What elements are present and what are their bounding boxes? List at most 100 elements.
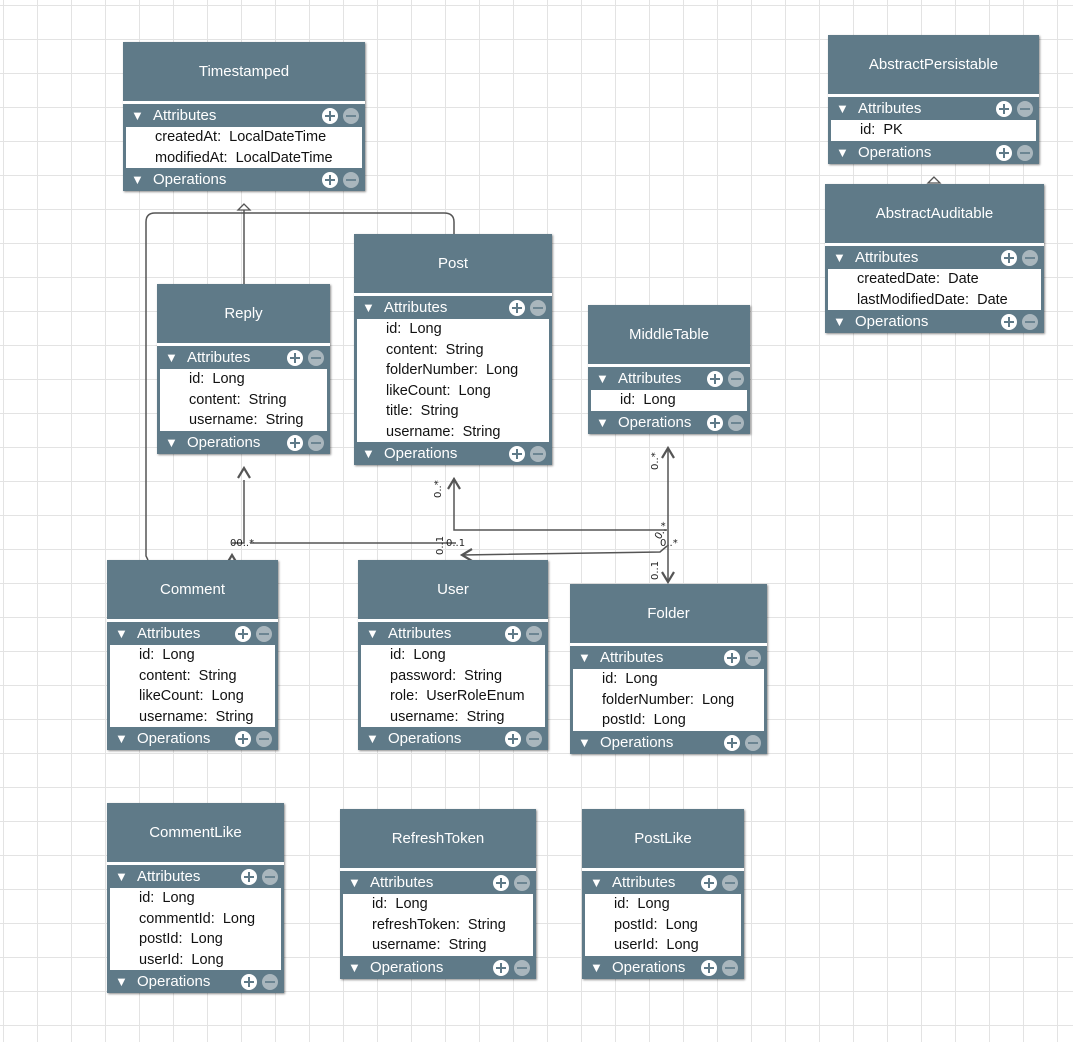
class-name[interactable]: Post <box>354 234 552 296</box>
collapse-triangle-icon[interactable]: ▼ <box>115 731 128 746</box>
class-name[interactable]: Timestamped <box>123 42 365 104</box>
remove-operation-icon[interactable] <box>530 446 546 462</box>
collapse-triangle-icon[interactable]: ▼ <box>833 250 846 265</box>
remove-attribute-icon[interactable] <box>343 108 359 124</box>
attribute-row[interactable]: folderNumber: Long <box>573 690 764 711</box>
add-attribute-icon[interactable] <box>996 101 1012 117</box>
operations-section-header[interactable]: ▼Operations <box>340 956 536 979</box>
class-name[interactable]: Folder <box>570 584 767 646</box>
attributes-section-header[interactable]: ▼Attributes <box>107 865 284 888</box>
remove-operation-icon[interactable] <box>514 959 530 976</box>
add-operation-icon[interactable] <box>505 731 521 747</box>
attribute-row[interactable]: content: String <box>160 390 327 411</box>
attribute-row[interactable]: id: Long <box>110 888 281 909</box>
operations-section-header[interactable]: ▼Operations <box>123 168 365 191</box>
operations-section-header[interactable]: ▼Operations <box>825 310 1044 333</box>
attributes-section-header[interactable]: ▼Attributes <box>157 346 330 369</box>
attribute-row[interactable]: id: Long <box>160 369 327 390</box>
class-name[interactable]: MiddleTable <box>588 305 750 367</box>
class-name[interactable]: Reply <box>157 284 330 346</box>
attribute-row[interactable]: modifiedAt: LocalDateTime <box>126 148 362 169</box>
attribute-row[interactable]: lastModifiedDate: Date <box>828 290 1041 311</box>
add-attribute-icon[interactable] <box>1001 250 1017 266</box>
collapse-triangle-icon[interactable]: ▼ <box>578 734 591 750</box>
remove-attribute-icon[interactable] <box>308 350 324 366</box>
attributes-section-header[interactable]: ▼Attributes <box>570 646 767 669</box>
attribute-row[interactable]: content: String <box>357 340 549 361</box>
attribute-row[interactable]: createdDate: Date <box>828 269 1041 290</box>
add-operation-icon[interactable] <box>509 446 525 462</box>
add-operation-icon[interactable] <box>241 974 257 990</box>
collapse-triangle-icon[interactable]: ▼ <box>590 959 603 975</box>
remove-operation-icon[interactable] <box>728 414 744 431</box>
remove-attribute-icon[interactable] <box>256 626 272 642</box>
operations-section-header[interactable]: ▼Operations <box>588 411 750 434</box>
add-attribute-icon[interactable] <box>701 875 717 891</box>
add-operation-icon[interactable] <box>322 172 338 188</box>
attribute-row[interactable]: userId: Long <box>110 950 281 971</box>
class-name[interactable]: RefreshToken <box>340 809 536 871</box>
collapse-triangle-icon[interactable]: ▼ <box>115 626 128 641</box>
attributes-section-header[interactable]: ▼Attributes <box>340 871 536 894</box>
attributes-section-header[interactable]: ▼Attributes <box>588 367 750 390</box>
attributes-section-header[interactable]: ▼Attributes <box>582 871 744 894</box>
remove-operation-icon[interactable] <box>308 434 324 451</box>
attribute-row[interactable]: folderNumber: Long <box>357 360 549 381</box>
attributes-section-header[interactable]: ▼Attributes <box>358 622 548 645</box>
attribute-row[interactable]: id: Long <box>361 645 545 666</box>
collapse-triangle-icon[interactable]: ▼ <box>115 974 128 989</box>
remove-attribute-icon[interactable] <box>530 300 546 316</box>
attribute-row[interactable]: userId: Long <box>585 935 741 956</box>
attribute-row[interactable]: username: String <box>110 707 275 728</box>
attribute-row[interactable]: createdAt: LocalDateTime <box>126 127 362 148</box>
attributes-section-header[interactable]: ▼Attributes <box>828 97 1039 120</box>
add-attribute-icon[interactable] <box>287 350 303 366</box>
remove-attribute-icon[interactable] <box>745 650 761 666</box>
add-attribute-icon[interactable] <box>322 108 338 124</box>
collapse-triangle-icon[interactable]: ▼ <box>115 869 128 884</box>
operations-section-header[interactable]: ▼Operations <box>570 731 767 754</box>
remove-attribute-icon[interactable] <box>722 875 738 891</box>
remove-attribute-icon[interactable] <box>1022 250 1038 266</box>
remove-attribute-icon[interactable] <box>262 869 278 885</box>
attribute-row[interactable]: id: Long <box>110 645 275 666</box>
add-attribute-icon[interactable] <box>509 300 525 316</box>
attributes-section-header[interactable]: ▼Attributes <box>354 296 552 319</box>
remove-operation-icon[interactable] <box>1022 314 1038 330</box>
attribute-row[interactable]: postId: Long <box>585 915 741 936</box>
collapse-triangle-icon[interactable]: ▼ <box>348 875 361 890</box>
add-operation-icon[interactable] <box>1001 314 1017 330</box>
add-operation-icon[interactable] <box>493 959 509 976</box>
attribute-row[interactable]: id: Long <box>585 894 741 915</box>
attribute-row[interactable]: content: String <box>110 666 275 687</box>
collapse-triangle-icon[interactable]: ▼ <box>596 371 609 386</box>
operations-section-header[interactable]: ▼Operations <box>107 727 278 750</box>
attribute-row[interactable]: id: Long <box>343 894 533 915</box>
attribute-row[interactable]: refreshToken: String <box>343 915 533 936</box>
remove-attribute-icon[interactable] <box>728 371 744 387</box>
remove-operation-icon[interactable] <box>745 734 761 751</box>
attribute-row[interactable]: id: Long <box>573 669 764 690</box>
collapse-triangle-icon[interactable]: ▼ <box>362 300 375 315</box>
collapse-triangle-icon[interactable]: ▼ <box>165 350 178 365</box>
operations-section-header[interactable]: ▼Operations <box>582 956 744 979</box>
add-operation-icon[interactable] <box>235 731 251 747</box>
add-attribute-icon[interactable] <box>235 626 251 642</box>
remove-operation-icon[interactable] <box>1017 144 1033 161</box>
collapse-triangle-icon[interactable]: ▼ <box>348 959 361 975</box>
attribute-row[interactable]: username: String <box>361 707 545 728</box>
attribute-row[interactable]: likeCount: Long <box>357 381 549 402</box>
operations-section-header[interactable]: ▼Operations <box>358 727 548 750</box>
collapse-triangle-icon[interactable]: ▼ <box>578 650 591 665</box>
attribute-row[interactable]: password: String <box>361 666 545 687</box>
operations-section-header[interactable]: ▼Operations <box>157 431 330 454</box>
operations-section-header[interactable]: ▼Operations <box>354 442 552 465</box>
collapse-triangle-icon[interactable]: ▼ <box>366 731 379 746</box>
